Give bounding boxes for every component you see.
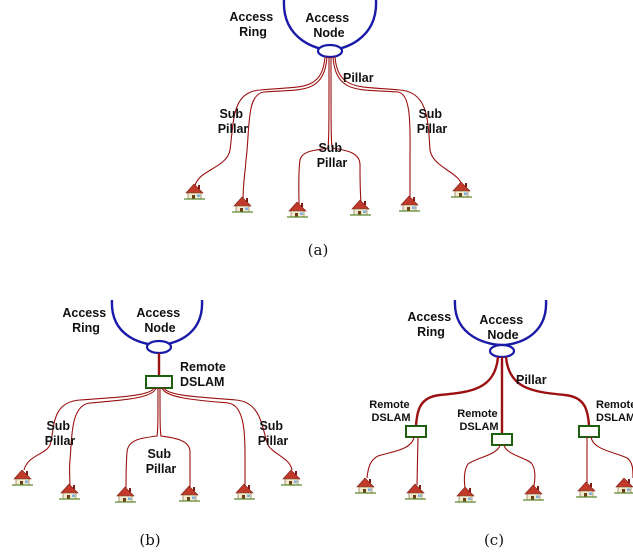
sub-pillar-label-right: Sub Pillar [258, 419, 289, 448]
remote-dslam-label-left: Remote DSLAM [369, 399, 412, 424]
sub-pillar-label-center: Sub Pillar [146, 447, 177, 476]
house-icon [613, 475, 633, 494]
house-icon [354, 475, 377, 494]
house-icon [280, 467, 303, 486]
access-node-label: Access Node [479, 313, 526, 342]
sub-pillar-label-left: Sub Pillar [218, 107, 249, 136]
sub-pillar-label-center: Sub Pillar [317, 141, 348, 170]
caption-c: (c) [484, 531, 504, 549]
panel-b: Access Ring Access Node Remote DSLAM Sub… [11, 299, 303, 549]
remote-dslam [491, 433, 513, 446]
house-icon [522, 482, 545, 501]
access-node [488, 343, 516, 359]
access-ring [282, 0, 378, 52]
wire-bundle [23, 387, 293, 491]
house-icon [454, 484, 477, 503]
house-icon [450, 179, 473, 198]
pillar-label: Pillar [343, 71, 374, 85]
access-ring-label: Access Ring [62, 306, 109, 335]
caption-b: (b) [139, 531, 160, 549]
pillar-links [414, 356, 591, 434]
house-icon [178, 483, 201, 502]
sub-pillar-label-right: Sub Pillar [417, 107, 448, 136]
wire-bundle [194, 56, 463, 207]
house-icon [398, 193, 421, 212]
caption-a: (a) [308, 241, 329, 259]
remote-dslam-label-center: Remote DSLAM [457, 408, 500, 433]
house-icon [231, 194, 254, 213]
house-icon [233, 481, 256, 500]
pillar-label: Pillar [516, 373, 547, 387]
sub-pillar-label-left: Sub Pillar [45, 419, 76, 448]
house-icon [114, 484, 137, 503]
access-node [316, 43, 344, 59]
remote-dslam-label: Remote DSLAM [180, 360, 229, 389]
house-icon [286, 199, 309, 218]
panel-c: Access Ring Access Node Pillar Remote DS… [354, 299, 633, 549]
access-ring-label: Access Ring [229, 10, 276, 39]
house-icon [183, 181, 206, 200]
wire-bundle [366, 436, 633, 489]
access-node [145, 339, 173, 355]
house-icon [404, 481, 427, 500]
house-icon [58, 481, 81, 500]
house-icon [575, 479, 598, 498]
house-icon [349, 197, 372, 216]
remote-dslam-label-right: Remote DSLAM [596, 399, 633, 424]
house-icon [11, 467, 34, 486]
access-node-label: Access Node [136, 306, 183, 335]
remote-dslam [145, 375, 173, 389]
remote-dslam [405, 425, 427, 438]
panel-a: Access Ring Access Node Pillar Sub Pilla… [183, 0, 473, 259]
access-node-label: Access Node [305, 11, 352, 40]
access-ring-label: Access Ring [407, 310, 454, 339]
remote-dslam [578, 425, 600, 438]
